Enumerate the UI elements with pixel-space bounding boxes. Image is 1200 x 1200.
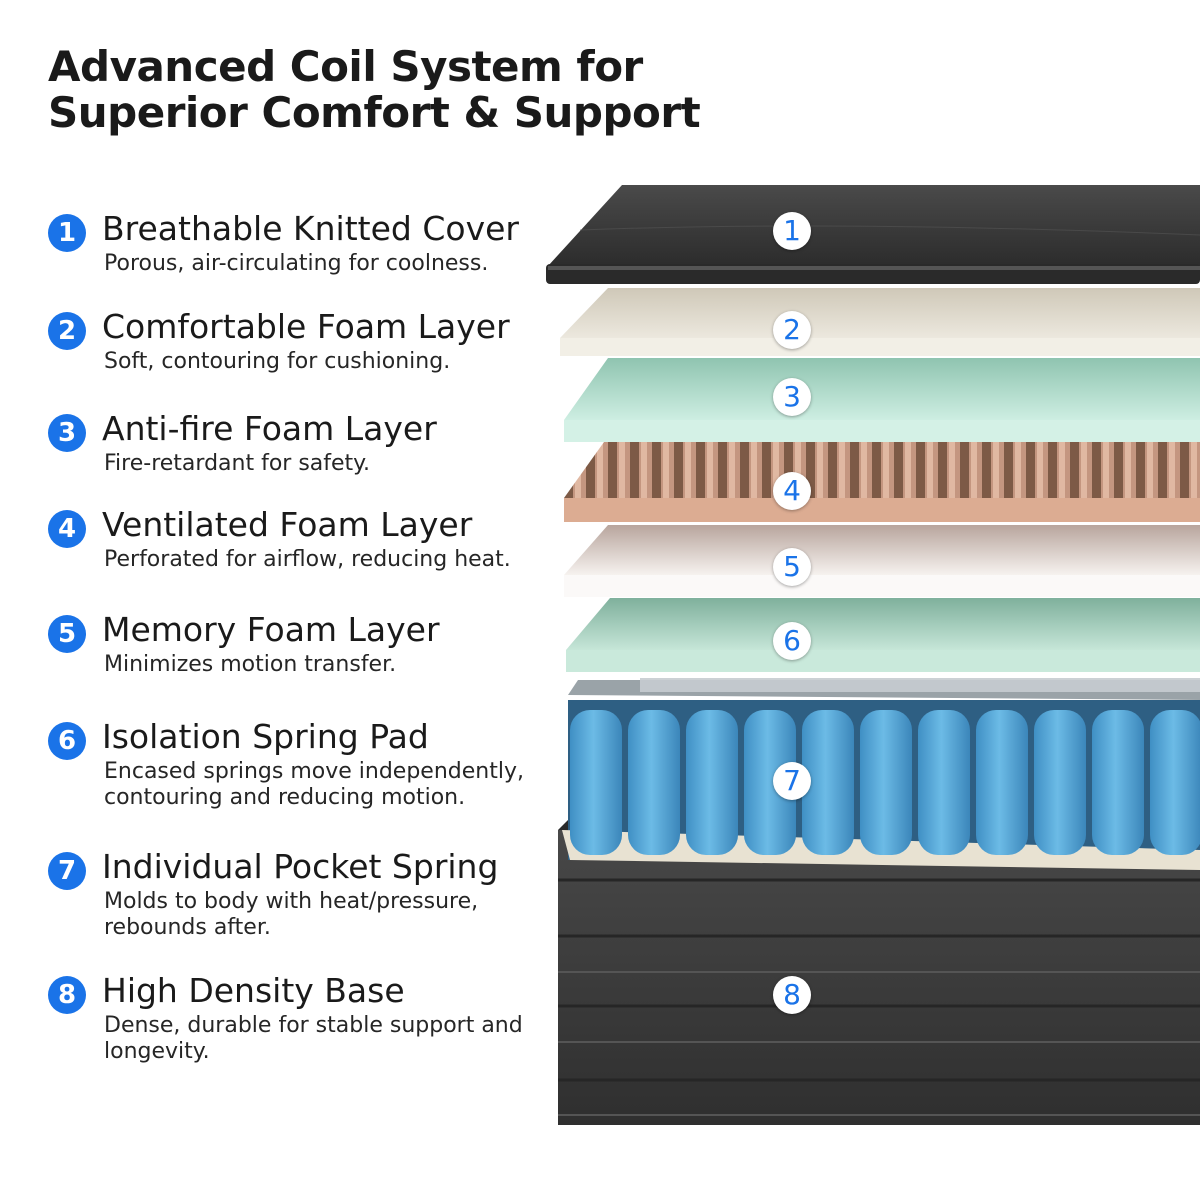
feature-heading: Breathable Knitted Cover [102,209,519,248]
feature-description: Minimizes motion transfer. [104,652,397,677]
feature-description: Molds to body with heat/pressure, reboun… [104,889,479,940]
mattress-layers-illustration: 1 2 3 4 5 6 7 8 [540,180,1200,1140]
feature-description: Encased springs move independently, cont… [104,759,524,810]
feature-number-badge: 6 [48,722,86,760]
feature-description: Porous, air-circulating for coolness. [104,251,489,276]
ventilated-foam-layer [564,442,1200,522]
layer-marker-7: 7 [773,762,811,800]
feature-number-badge: 5 [48,615,86,653]
layer-marker-1: 1 [773,212,811,250]
isolation-pad-layer [566,598,1200,672]
feature-heading: Isolation Spring Pad [102,717,429,756]
feature-description: Soft, contouring for cushioning. [104,349,451,374]
knitted-cover-layer [546,185,1200,284]
feature-heading: Individual Pocket Spring [102,847,499,886]
layer-marker-4: 4 [773,472,811,510]
feature-heading: Ventilated Foam Layer [102,505,473,544]
feature-number-badge: 7 [48,852,86,890]
feature-heading: Comfortable Foam Layer [102,307,510,346]
title-line-1: Advanced Coil System for [48,42,643,91]
feature-heading: Anti-fire Foam Layer [102,409,437,448]
layer-marker-6: 6 [773,622,811,660]
pocket-spring-layer [562,678,1200,870]
feature-description: Dense, durable for stable support and lo… [104,1013,523,1064]
layer-marker-2: 2 [773,311,811,349]
anti-fire-foam-layer [564,358,1200,442]
feature-heading: Memory Foam Layer [102,610,440,649]
feature-number-badge: 4 [48,510,86,548]
comfort-foam-layer [560,288,1200,356]
layer-marker-5: 5 [773,548,811,586]
layer-marker-8: 8 [773,976,811,1014]
layer-marker-3: 3 [773,378,811,416]
title-line-2: Superior Comfort & Support [48,88,701,137]
feature-number-badge: 8 [48,976,86,1014]
feature-heading: High Density Base [102,971,405,1010]
feature-description: Fire-retardant for safety. [104,451,371,476]
feature-number-badge: 3 [48,414,86,452]
memory-foam-layer [564,525,1200,597]
feature-number-badge: 1 [48,214,86,252]
mattress-layers-svg [546,185,1200,1125]
feature-number-badge: 2 [48,312,86,350]
page-title: Advanced Coil System for Superior Comfor… [48,44,748,136]
feature-description: Perforated for airflow, reducing heat. [104,547,511,572]
